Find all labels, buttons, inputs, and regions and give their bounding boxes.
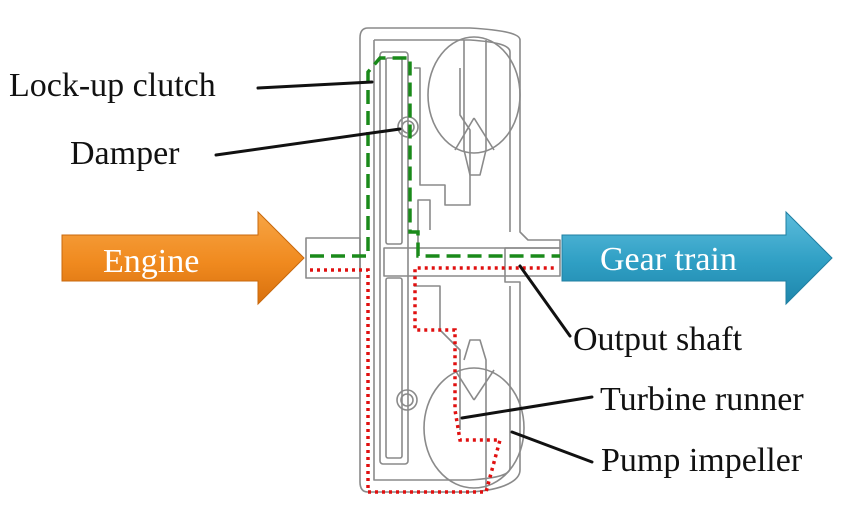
pump-impeller-leader <box>510 430 594 464</box>
lockup-power-path <box>310 56 560 258</box>
damper-leader <box>214 127 402 157</box>
lockup-clutch-leader <box>256 80 374 90</box>
turbine-runner-leader <box>460 395 594 420</box>
lockup-clutch-label: Lock-up clutch <box>9 67 216 104</box>
converter-housing <box>305 27 561 493</box>
converter-power-path <box>310 266 555 494</box>
output-shaft-leader <box>518 264 572 338</box>
turbine-runner-label: Turbine runner <box>600 381 804 418</box>
gear-train-label: Gear train <box>600 241 737 278</box>
gear-train-arrow: Gear train <box>561 210 833 306</box>
output-shaft-label: Output shaft <box>573 321 743 358</box>
engine-label: Engine <box>103 243 199 280</box>
pump-impeller-label: Pump impeller <box>601 442 803 479</box>
engine-arrow: Engine <box>61 210 305 306</box>
damper-label: Damper <box>70 135 180 172</box>
